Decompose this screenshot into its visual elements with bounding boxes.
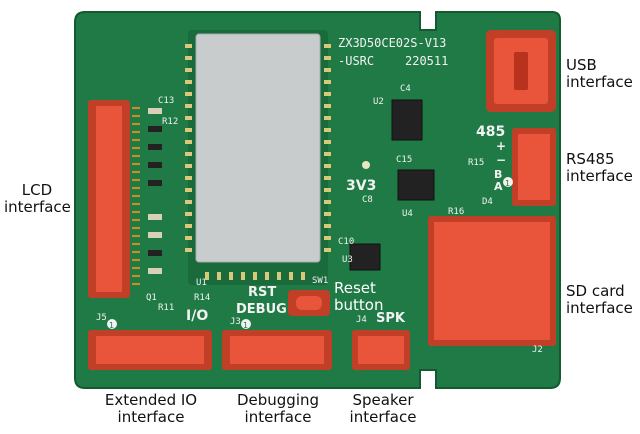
silk-r12: R12 xyxy=(162,117,178,127)
silk-one-rs485: 1 xyxy=(505,179,510,188)
label-usb-interface: USB interface xyxy=(566,57,638,91)
silk-u2: U2 xyxy=(373,97,384,107)
silk-u4: U4 xyxy=(402,209,413,219)
sdcard-slot-face xyxy=(434,222,550,340)
silk-c4: C4 xyxy=(400,84,411,94)
silk-one-extio: 1 xyxy=(109,321,114,330)
label-sdcard-interface: SD card interface xyxy=(566,283,638,317)
silk-d4: D4 xyxy=(482,197,493,207)
ic-u3 xyxy=(350,244,380,270)
silk-q1: Q1 xyxy=(146,293,157,303)
silk-u1: U1 xyxy=(196,278,207,288)
ic-u4 xyxy=(398,170,434,200)
silk-3v3: 3V3 xyxy=(346,178,376,194)
silk-j2: J2 xyxy=(532,345,543,355)
speaker-connector-face xyxy=(358,336,404,364)
silk-a: A xyxy=(494,180,503,193)
lcd-connector-slot xyxy=(96,106,122,292)
model-line-1: ZX3D50CE02S-V13 xyxy=(338,36,446,50)
regulator-u2 xyxy=(392,100,422,140)
silk-r15: R15 xyxy=(468,158,484,168)
label-speaker-interface: Speaker interface xyxy=(340,392,426,426)
silk-j5: J5 xyxy=(96,313,107,323)
debug-connector-face xyxy=(230,336,324,364)
silk-c13: C13 xyxy=(158,96,174,106)
silk-sw1: SW1 xyxy=(312,276,328,286)
silk-debug: DEBUG xyxy=(236,302,287,317)
silk-one-debug: 1 xyxy=(243,321,248,330)
model-line-2: -USRC xyxy=(338,54,374,68)
power-led xyxy=(362,161,370,169)
silk-c15: C15 xyxy=(396,155,412,165)
date-code: 220511 xyxy=(405,54,448,68)
silk-minus: − xyxy=(496,153,506,167)
silk-io: I/O xyxy=(186,308,208,324)
label-reset-button: Reset button xyxy=(334,280,390,314)
silk-rst: RST xyxy=(248,285,276,300)
silk-plus: + xyxy=(496,139,506,153)
silk-c10: C10 xyxy=(338,237,354,247)
extio-connector-face xyxy=(96,336,204,364)
silk-c8: C8 xyxy=(362,195,373,205)
module-shield xyxy=(196,34,320,262)
silk-r14: R14 xyxy=(194,293,210,303)
silk-u3: U3 xyxy=(342,255,353,265)
silk-r11: R11 xyxy=(158,303,174,313)
label-extended-io-interface: Extended IO interface xyxy=(96,392,206,426)
rs485-connector-face xyxy=(518,134,550,200)
silk-485: 485 xyxy=(476,124,505,140)
silk-r16: R16 xyxy=(448,207,464,217)
silk-j4: J4 xyxy=(356,315,367,325)
usb-port-opening xyxy=(514,52,528,90)
label-lcd-interface: LCD interface xyxy=(4,182,70,216)
label-debugging-interface: Debugging interface xyxy=(228,392,328,426)
label-rs485-interface: RS485 interface xyxy=(566,151,638,185)
reset-switch-cap xyxy=(296,296,322,310)
silk-j3: J3 xyxy=(230,317,241,327)
